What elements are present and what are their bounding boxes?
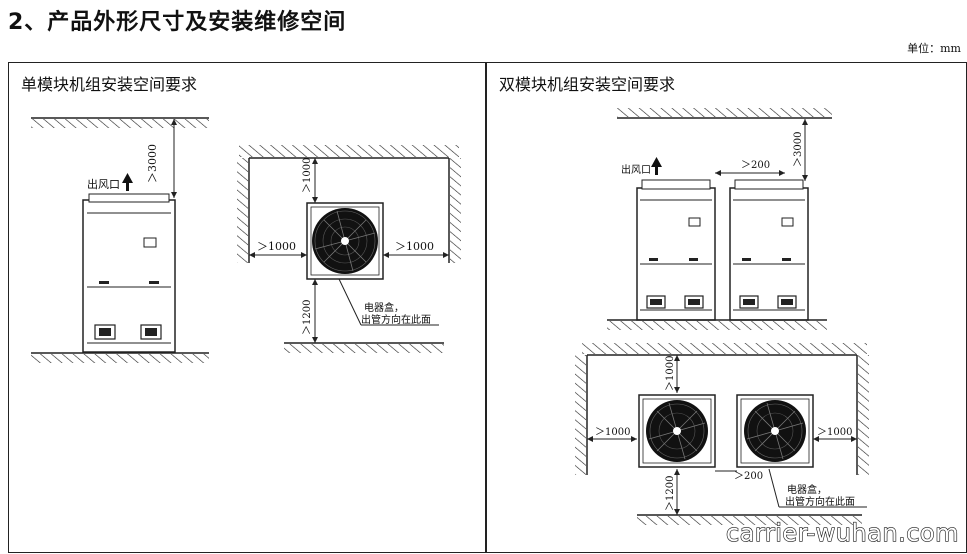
single-unit-elevation [82, 199, 176, 353]
double-plan-left: ＞1000 [595, 427, 630, 438]
double-plan-gap: ＞200 [734, 471, 763, 482]
single-outlet-label: 出风口 [87, 177, 120, 191]
page-heading: 2、产品外形尺寸及安装维修空间 [8, 10, 347, 35]
double-module-title: 双模块机组安装空间要求 [499, 75, 676, 94]
single-clearance-top: ＞3000 [146, 144, 159, 183]
double-module-panel: 双模块机组安装空间要求 [486, 62, 967, 553]
hatch-pattern [31, 119, 209, 128]
double-plan-right: ＞1000 [817, 427, 852, 438]
double-module-diagram: ＞3000 出风口 ＞200 ＞1000 [575, 108, 869, 525]
double-gap-label: ＞200 [741, 160, 770, 171]
single-module-diagram: ＞3000 出风口 [31, 117, 461, 363]
unit-label: 单位：mm [907, 42, 961, 55]
fan-icon [736, 394, 814, 468]
double-unit-elevation-right [729, 179, 809, 321]
single-callout-line2: 出管方向在此面 [361, 313, 431, 326]
single-module-panel: 单模块机组安装空间要求 ＞3000 [8, 62, 486, 553]
double-outlet-label: 出风口 [621, 163, 651, 176]
single-callout-line1: 电器盒， [364, 301, 404, 314]
watermark: carrier-wuhan.com [725, 518, 959, 547]
double-plan-bottom: ＞1200 [665, 476, 676, 511]
single-module-title: 单模块机组安装空间要求 [21, 75, 198, 94]
single-plan-left: ＞1000 [257, 240, 296, 253]
fan-icon [306, 202, 384, 280]
up-arrow-icon [651, 157, 662, 175]
double-clearance-top: ＞3000 [793, 132, 804, 167]
fan-icon [638, 394, 716, 468]
single-plan-top: ＞1000 [302, 158, 313, 193]
up-arrow-icon [122, 173, 133, 191]
single-plan-right: ＞1000 [395, 240, 434, 253]
double-callout-line1: 电器盒， [787, 483, 827, 496]
single-plan-bottom: ＞1200 [302, 300, 313, 335]
double-plan-top: ＞1000 [665, 356, 676, 391]
double-callout-line2: 出管方向在此面 [785, 495, 855, 508]
double-unit-elevation-left [636, 179, 716, 321]
